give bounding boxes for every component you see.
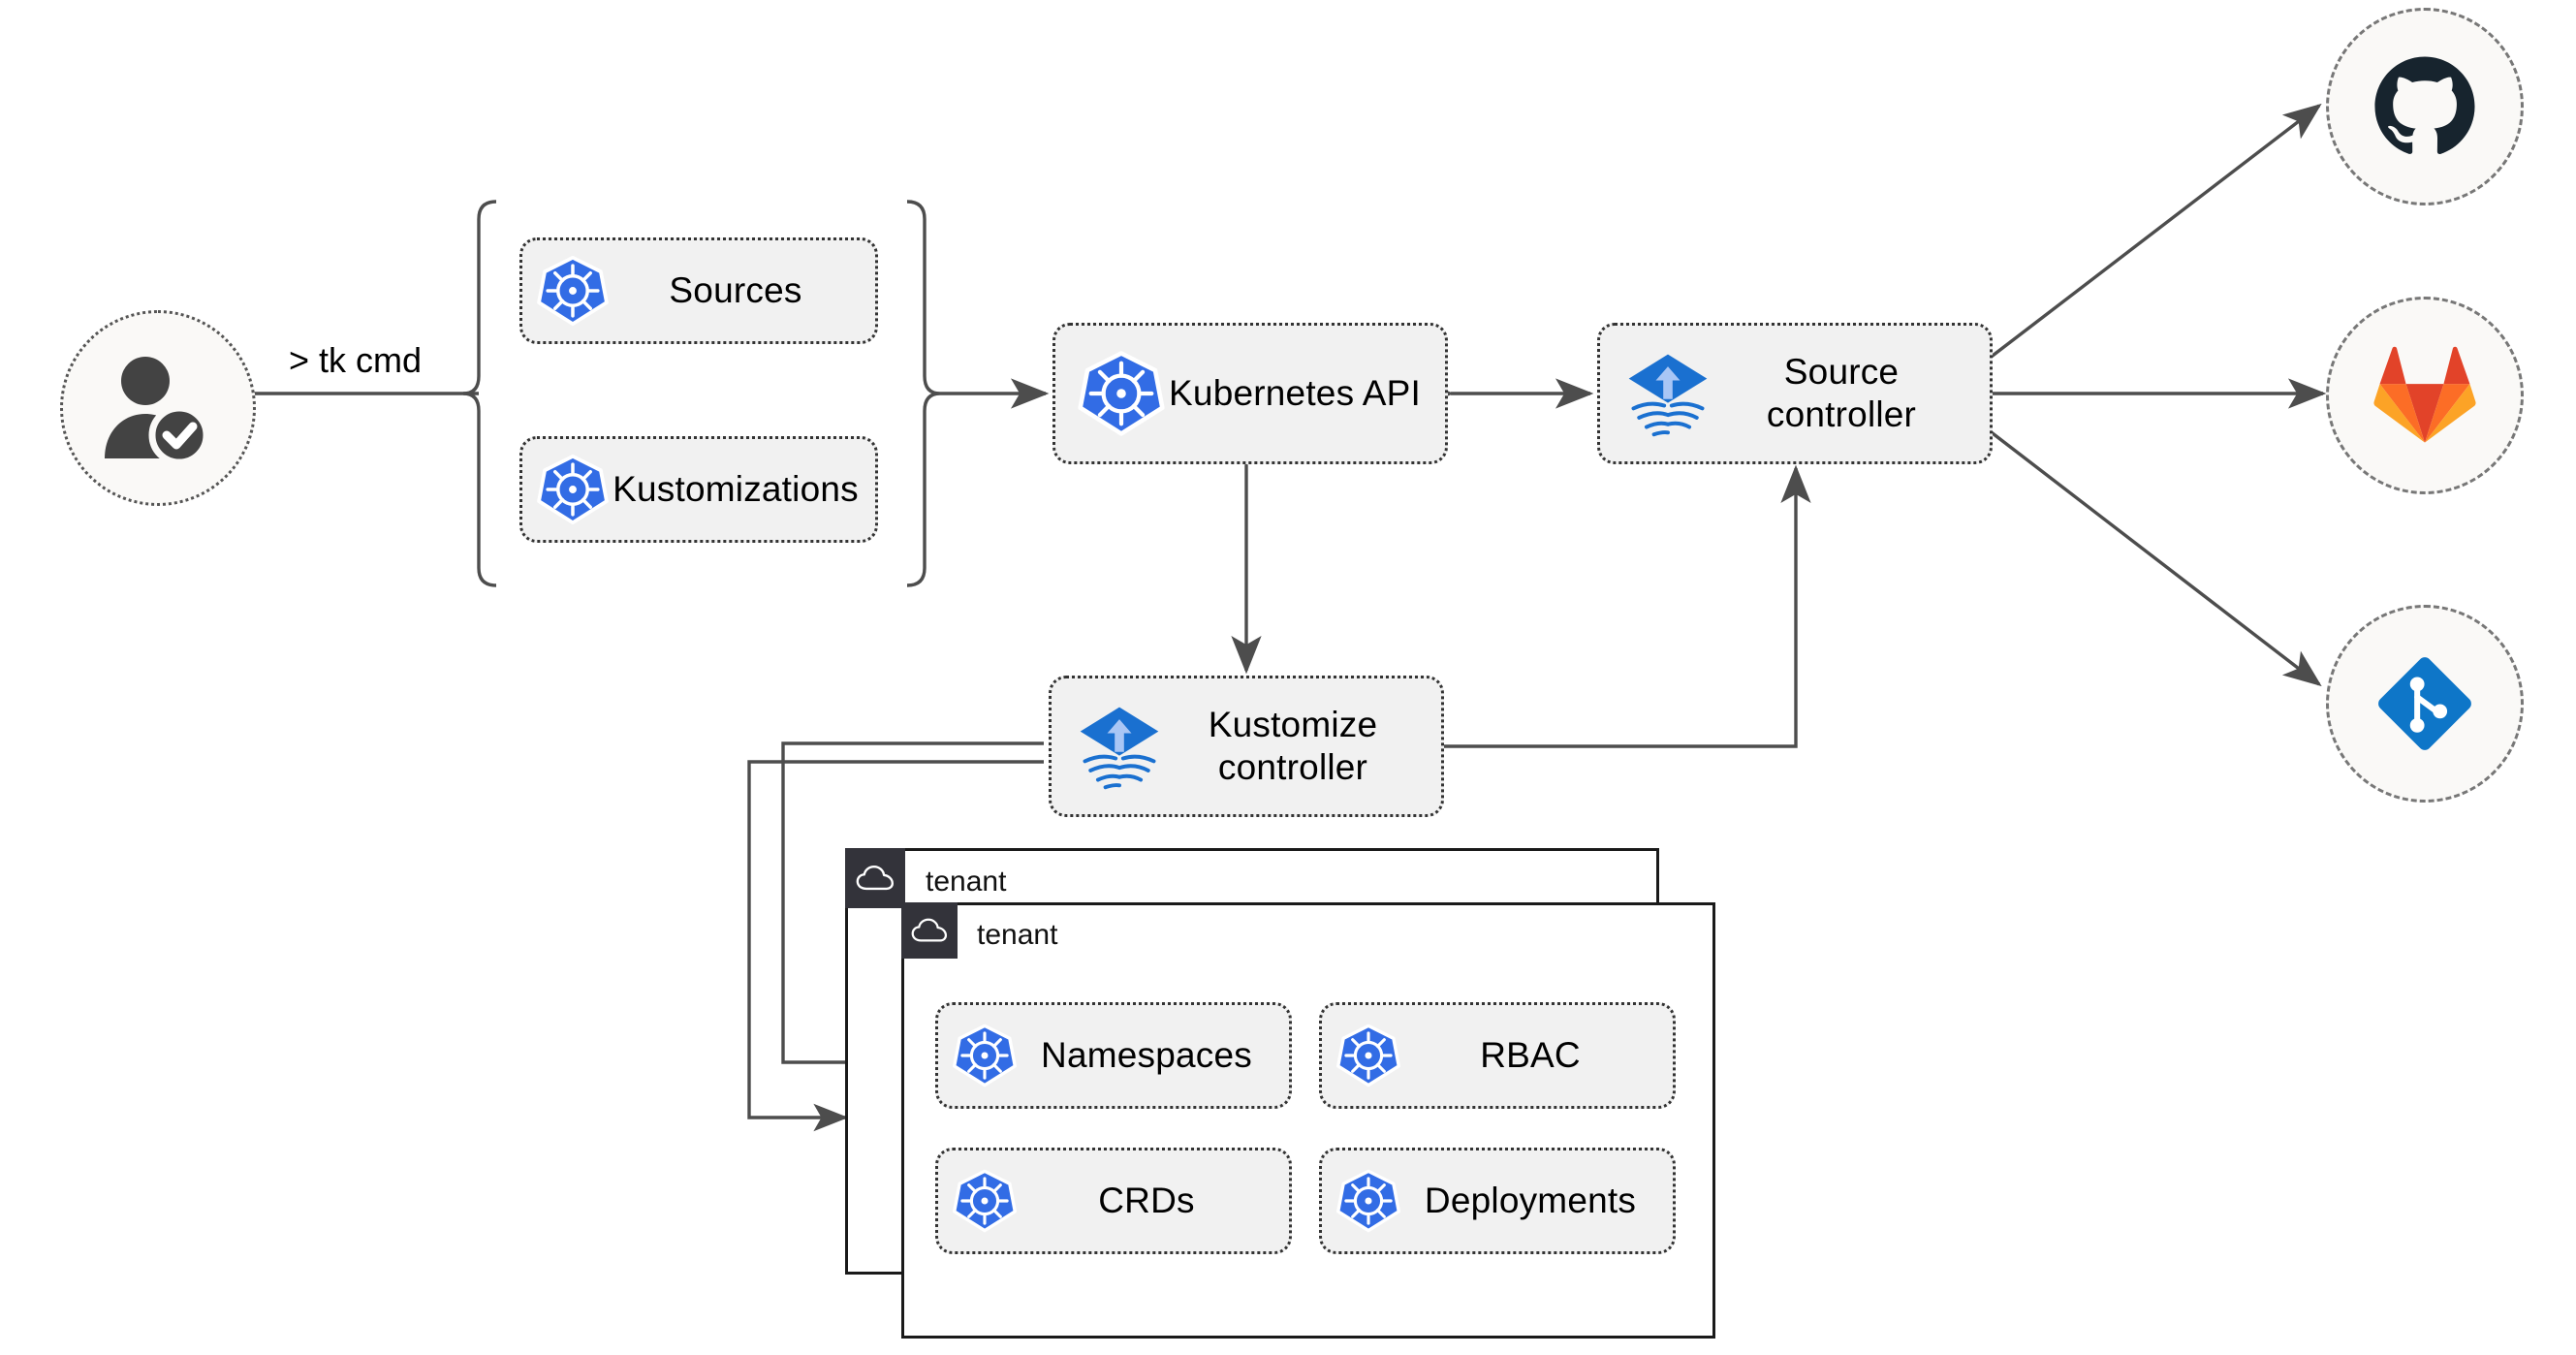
kubernetes-icon [1335, 1023, 1401, 1088]
tenant-resource-crds[interactable]: CRDs [935, 1148, 1292, 1254]
tenant-resource-rbac[interactable]: RBAC [1319, 1002, 1676, 1109]
source-controller-label: Source controller [1766, 352, 1917, 434]
kubernetes-icon [952, 1168, 1018, 1234]
kustomize-controller-label: Kustomize controller [1208, 705, 1378, 787]
flux-icon [1073, 700, 1166, 793]
resource-card-label: Kustomizations [613, 469, 859, 510]
provider-github[interactable] [2326, 8, 2524, 205]
kustomize-controller-node[interactable]: Kustomize controller [1049, 676, 1444, 817]
kubernetes-icon [1077, 349, 1166, 438]
tenant-resource-label: CRDs [1098, 1181, 1195, 1221]
github-icon [2374, 56, 2475, 154]
tenant-window-front[interactable]: tenant Namespaces [901, 902, 1715, 1339]
tenant-tab-back [845, 848, 905, 908]
kubernetes-api-label: Kubernetes API [1169, 373, 1421, 414]
kubernetes-icon [536, 254, 610, 328]
resource-card-kustomizations[interactable]: Kustomizations [519, 436, 878, 543]
kubernetes-icon [952, 1023, 1018, 1088]
tenant-title-front: tenant [977, 919, 1058, 951]
cloud-icon [911, 918, 948, 942]
provider-git[interactable] [2326, 605, 2524, 803]
tenant-tab-front [901, 902, 958, 959]
gitlab-icon [2373, 346, 2476, 443]
source-controller-node[interactable]: Source controller [1597, 323, 1993, 464]
tenant-resource-namespaces[interactable]: Namespaces [935, 1002, 1292, 1109]
cloud-icon [856, 866, 894, 891]
resource-card-label: Sources [669, 270, 802, 311]
git-branch-icon [2378, 657, 2471, 750]
flux-icon [1621, 347, 1714, 440]
kubernetes-icon [1335, 1168, 1401, 1234]
kubernetes-icon [536, 453, 610, 526]
tenant-resource-label: RBAC [1480, 1035, 1581, 1076]
resource-card-sources[interactable]: Sources [519, 237, 878, 344]
tenant-resource-deployments[interactable]: Deployments [1319, 1148, 1676, 1254]
user-verified-icon [105, 357, 210, 462]
provider-gitlab[interactable] [2326, 297, 2524, 494]
command-label: > tk cmd [289, 340, 423, 380]
tenant-resource-label: Deployments [1424, 1181, 1637, 1221]
tenant-resource-label: Namespaces [1041, 1035, 1252, 1076]
kubernetes-api-node[interactable]: Kubernetes API [1052, 323, 1448, 464]
tenant-title-back: tenant [926, 866, 1007, 898]
user-actor [60, 310, 256, 506]
